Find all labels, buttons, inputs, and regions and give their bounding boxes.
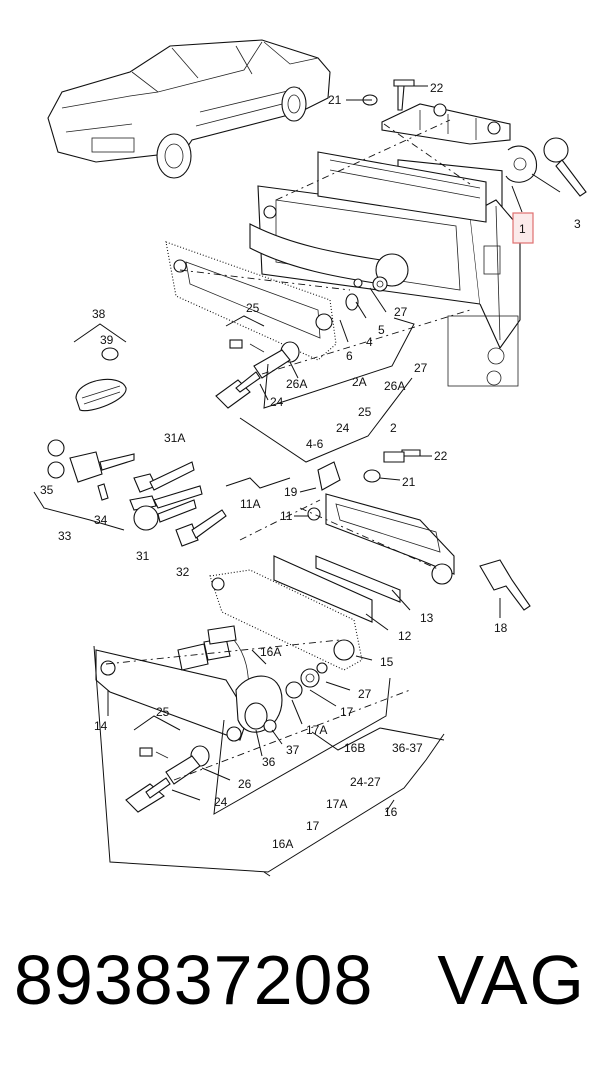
callout-16B: 16B bbox=[344, 741, 365, 755]
callout-24: 24 bbox=[270, 395, 284, 409]
callout-37: 37 bbox=[286, 743, 300, 757]
callout-35: 35 bbox=[40, 483, 54, 497]
car-illustration bbox=[47, 39, 331, 179]
callout-11: 11 bbox=[280, 509, 293, 523]
keys-group bbox=[33, 439, 227, 547]
callout-25c: 25 bbox=[156, 705, 170, 719]
callout-24-27: 24-27 bbox=[350, 775, 381, 789]
callout-26A: 26A bbox=[286, 377, 307, 391]
callout-27b: 27 bbox=[414, 361, 428, 375]
callout-22b: 22 bbox=[434, 449, 448, 463]
callout-2A: 2A bbox=[352, 375, 367, 389]
callout-25: 25 bbox=[246, 301, 260, 315]
callout-36-37: 36-37 bbox=[392, 741, 423, 755]
callout-4-6: 4-6 bbox=[306, 437, 324, 451]
callout-17A: 17A bbox=[306, 723, 327, 737]
callout-19: 19 bbox=[284, 485, 298, 499]
callout-2: 2 bbox=[390, 421, 397, 435]
callout-14: 14 bbox=[94, 719, 108, 733]
callout-17Ab: 17A bbox=[326, 797, 347, 811]
callout-33: 33 bbox=[58, 529, 72, 543]
callout-5: 5 bbox=[378, 323, 385, 337]
callout-11A: 11A bbox=[240, 497, 260, 511]
callout-labels: 1 3 21 22 38 39 25 27 5 4 6 26A 2A 24 27… bbox=[40, 81, 581, 851]
callout-16Ab: 16A bbox=[272, 837, 293, 851]
callout-34: 34 bbox=[94, 513, 108, 527]
remote-key-group bbox=[73, 323, 127, 412]
exploded-parts-diagram: 1 3 21 22 38 39 25 27 5 4 6 26A 2A 24 27… bbox=[33, 39, 587, 877]
callout-18: 18 bbox=[494, 621, 508, 635]
callout-6: 6 bbox=[346, 349, 353, 363]
callout-24b: 24 bbox=[336, 421, 350, 435]
callout-16: 16 bbox=[384, 805, 398, 819]
callout-39: 39 bbox=[100, 333, 114, 347]
callout-24c: 24 bbox=[214, 795, 228, 809]
callout-16A: 16A bbox=[260, 645, 281, 659]
callout-1: 1 bbox=[519, 222, 526, 236]
callout-12: 12 bbox=[398, 629, 412, 643]
callout-27c: 27 bbox=[358, 687, 372, 701]
callout-26Ab: 26A bbox=[384, 379, 405, 393]
callout-21b: 21 bbox=[402, 475, 416, 489]
callout-25b: 25 bbox=[358, 405, 372, 419]
callout-26: 26 bbox=[238, 777, 252, 791]
callout-15: 15 bbox=[380, 655, 394, 669]
callout-38: 38 bbox=[92, 307, 106, 321]
callout-17b: 17 bbox=[306, 819, 320, 833]
lower-handle-assembly bbox=[95, 449, 531, 813]
callout-4: 4 bbox=[366, 335, 373, 349]
callout-21: 21 bbox=[328, 93, 342, 107]
callout-36: 36 bbox=[262, 755, 276, 769]
callout-31A: 31A bbox=[164, 431, 185, 445]
footer: 893837208 VAG bbox=[0, 930, 600, 1040]
callout-22: 22 bbox=[430, 81, 444, 95]
callout-27: 27 bbox=[394, 305, 408, 319]
leader-lines bbox=[93, 85, 561, 877]
brand-name: VAG bbox=[437, 941, 586, 1019]
callout-32: 32 bbox=[176, 565, 190, 579]
callout-17: 17 bbox=[340, 705, 354, 719]
callout-3: 3 bbox=[574, 217, 581, 231]
callout-31: 31 bbox=[136, 549, 150, 563]
callout-13: 13 bbox=[420, 611, 434, 625]
upper-handle-assembly bbox=[165, 79, 587, 409]
highlight-box-part-1 bbox=[512, 212, 534, 244]
part-number: 893837208 bbox=[14, 941, 374, 1019]
